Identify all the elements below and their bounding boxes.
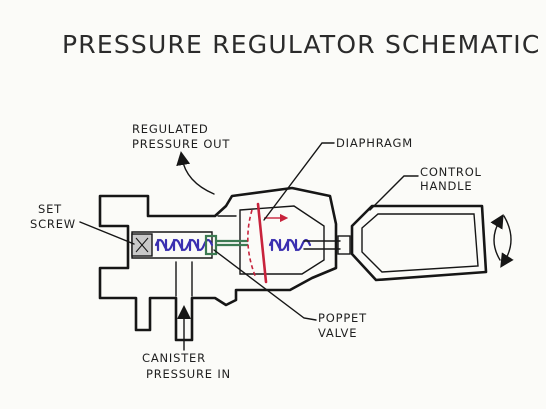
label-set-screw: SET SCREW: [30, 202, 135, 245]
left-spring: [154, 238, 214, 252]
svg-text:HANDLE: HANDLE: [420, 179, 472, 193]
set-screw: [131, 233, 153, 257]
svg-text:PRESSURE IN: PRESSURE IN: [146, 367, 231, 381]
svg-text:CANISTER: CANISTER: [142, 351, 206, 365]
right-spring: [268, 238, 312, 252]
label-poppet-valve: POPPET VALVE: [213, 249, 367, 340]
label-diaphragm: DIAPHRAGM: [263, 136, 413, 221]
svg-text:DIAPHRAGM: DIAPHRAGM: [336, 136, 413, 150]
poppet-valve: [204, 234, 248, 256]
svg-text:REGULATED: REGULATED: [132, 122, 209, 136]
svg-text:CONTROL: CONTROL: [420, 165, 482, 179]
control-handle: [350, 204, 514, 282]
svg-text:VALVE: VALVE: [318, 326, 357, 340]
label-control-handle: CONTROL HANDLE: [369, 165, 482, 211]
svg-text:PRESSURE OUT: PRESSURE OUT: [132, 137, 230, 151]
svg-text:SCREW: SCREW: [30, 217, 76, 231]
diagram-title: PRESSURE REGULATOR SCHEMATIC: [62, 30, 541, 59]
label-canister-pressure-in: CANISTER PRESSURE IN: [142, 305, 231, 381]
svg-text:SET: SET: [38, 202, 62, 216]
svg-text:POPPET: POPPET: [318, 311, 367, 325]
handle-shaft: [303, 235, 351, 255]
regulator-housing: [98, 186, 338, 342]
label-regulated-pressure-out: REGULATED PRESSURE OUT: [132, 122, 230, 195]
diaphragm: [247, 202, 289, 284]
